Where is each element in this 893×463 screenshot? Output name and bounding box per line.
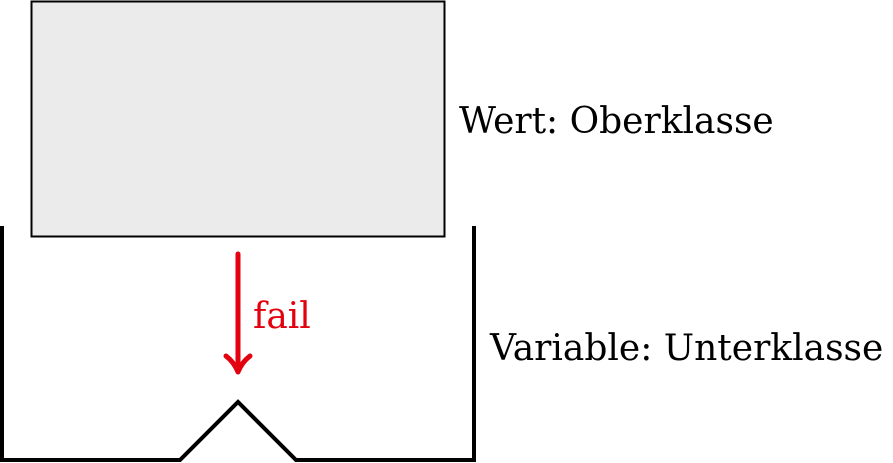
fail-label: fail bbox=[253, 296, 311, 337]
variable-label: Variable: Unterklasse bbox=[489, 328, 883, 369]
value-block bbox=[30, 0, 446, 238]
variable-container bbox=[0, 226, 476, 462]
value-label: Wert: Oberklasse bbox=[459, 101, 774, 142]
fail-arrow bbox=[223, 251, 253, 375]
fail-arrow-head bbox=[223, 353, 253, 375]
